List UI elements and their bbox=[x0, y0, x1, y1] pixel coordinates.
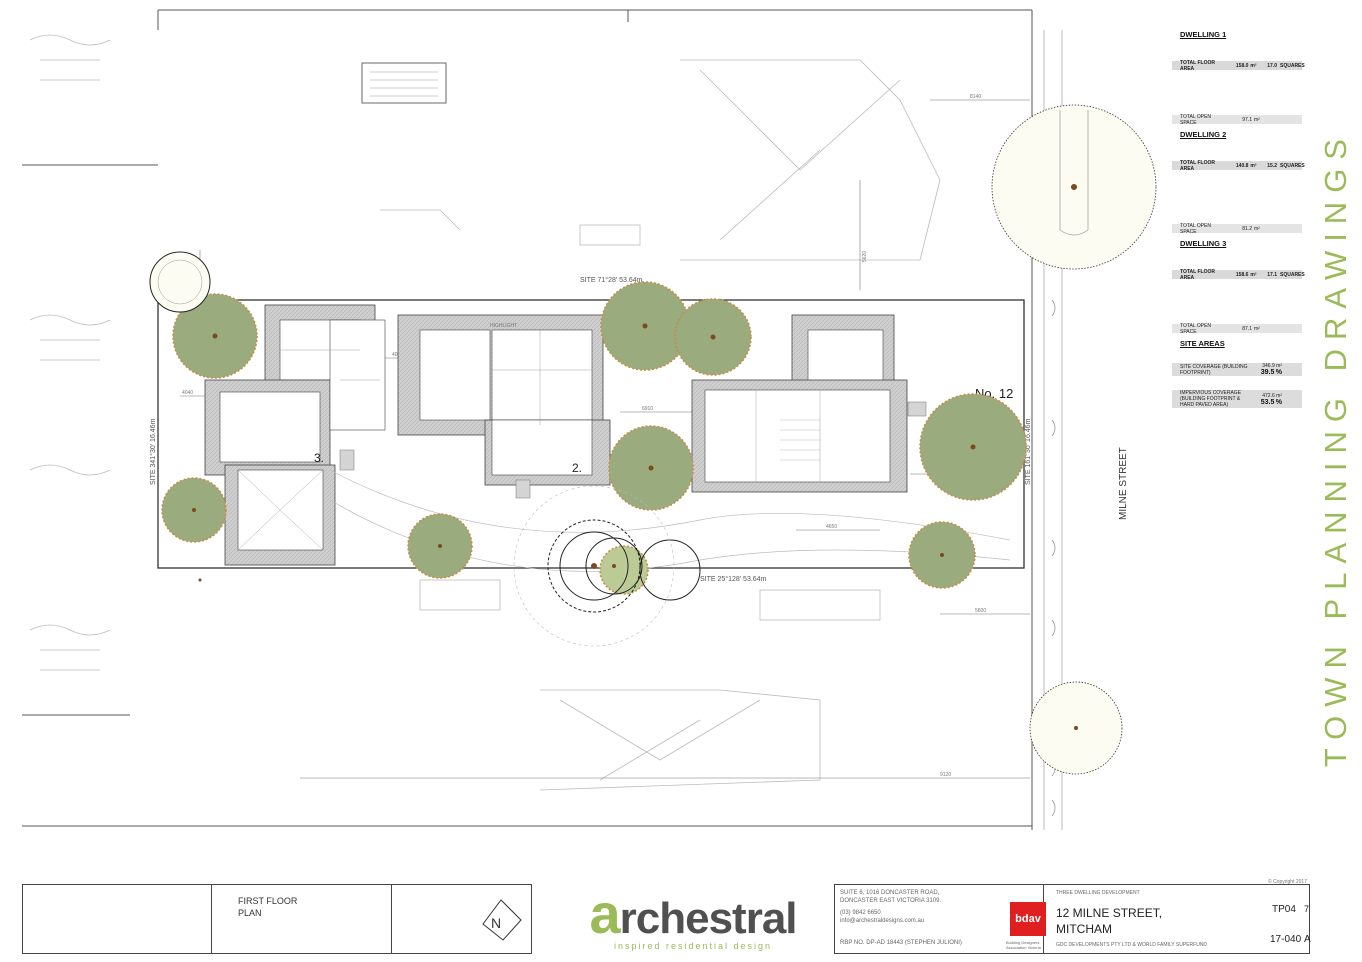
client-name: GDC DEVELOPMENTS PTY LTD & WORLD FAMILY … bbox=[1056, 942, 1208, 948]
dim-9120: 9120 bbox=[940, 772, 951, 778]
copyright-note: © Copyright 2017 bbox=[1268, 879, 1307, 885]
project-address-2: MITCHAM bbox=[1056, 922, 1112, 936]
drawing-title-line2: PLAN bbox=[238, 908, 262, 918]
sheet-vertical-title: TOWN PLANNING DRAWINGS bbox=[1318, 130, 1353, 768]
office-phone: (03) 9842 6650 bbox=[840, 910, 881, 916]
dwelling-1-total-floor-area: TOTAL FLOOR AREA 158.0 m² 17.0 SQUARES bbox=[1172, 60, 1305, 72]
dim-5620: 5620 bbox=[862, 251, 868, 262]
dwelling-1-title: DWELLING 1 bbox=[1180, 30, 1227, 39]
office-email: info@archestraldesigns.com.au bbox=[840, 918, 925, 924]
svg-text:N: N bbox=[491, 915, 501, 931]
bdav-caption: Building Designers Association Victoria bbox=[1006, 940, 1041, 950]
dwelling-3-label: 3. bbox=[314, 451, 324, 465]
dwelling-2-floorplan bbox=[397, 314, 611, 499]
project-box bbox=[834, 884, 1310, 954]
dwelling-3-title: DWELLING 3 bbox=[1180, 239, 1227, 248]
revision-box bbox=[22, 884, 532, 954]
dwelling-2-title: DWELLING 2 bbox=[1180, 130, 1227, 139]
north-arrow-icon: N bbox=[482, 899, 522, 941]
project-description: THREE DWELLING DEVELOPMENT bbox=[1056, 890, 1140, 896]
dwelling-2-total-floor-area: TOTAL FLOOR AREA 140.8 m² 15.2 SQUARES bbox=[1172, 160, 1305, 172]
dwelling-2-total-open-space: TOTAL OPEN SPACE 81.2 m² bbox=[1172, 223, 1302, 235]
bdav-member-badge: bdav bbox=[1010, 902, 1046, 936]
area-schedule: DWELLING 1 TOTAL FLOOR AREA 158.0 m² 17.… bbox=[1172, 28, 1305, 408]
impervious-coverage-row: IMPERVIOUS COVERAGE (BUILDING FOOTPRINT … bbox=[1172, 390, 1302, 408]
dim-5600: 5600 bbox=[975, 608, 986, 614]
south-boundary-label: SITE 25°128' 53.64m bbox=[700, 575, 767, 583]
dwelling-1-total-open-space: TOTAL OPEN SPACE 97.1 m² bbox=[1172, 114, 1302, 126]
registration-number: RBP NO. DP-AD 18443 (STEPHEN JULIONI) bbox=[840, 940, 962, 946]
job-number: 17-040 bbox=[1270, 934, 1302, 945]
dwelling-3-total-open-space: TOTAL OPEN SPACE 87.1 m² bbox=[1172, 323, 1302, 335]
street-name: MILNE STREET bbox=[1118, 447, 1129, 520]
west-boundary-label: SITE 341°30' 16.46m bbox=[149, 418, 157, 485]
title-block: FIRST FLOOR PLAN N archestral inspired r… bbox=[22, 882, 1311, 954]
drawing-title-line1: FIRST FLOOR bbox=[238, 896, 298, 906]
highlight-label: HIGHLIGHT bbox=[490, 323, 517, 329]
project-address-1: 12 MILNE STREET, bbox=[1056, 906, 1163, 920]
site-coverage-row: SITE COVERAGE (BUILDING FOOTPRINT) 346.9… bbox=[1172, 363, 1302, 376]
site-areas-title: SITE AREAS bbox=[1180, 339, 1225, 348]
dim-4040: 4040 bbox=[182, 390, 193, 396]
dwelling-3-total-floor-area: TOTAL FLOOR AREA 158.6 m² 17.1 SQUARES bbox=[1172, 269, 1305, 281]
dwelling-2-label: 2. bbox=[572, 461, 582, 475]
north-boundary-label: SITE 71°28' 53.64m bbox=[580, 276, 643, 284]
dwelling-3-floorplan bbox=[204, 304, 386, 566]
archestral-logo: archestral inspired residential design bbox=[589, 882, 797, 952]
sheet-total: 7 bbox=[1304, 904, 1310, 914]
drawing-number: TP04 bbox=[1272, 904, 1296, 915]
office-address-2: DONCASTER EAST VICTORIA 3109. bbox=[840, 898, 942, 904]
dim-8140: 8140 bbox=[970, 94, 981, 100]
office-address-1: SUITE 6, 1016 DONCASTER ROAD, bbox=[840, 890, 940, 896]
dim-4650: 4650 bbox=[826, 524, 837, 530]
dwelling-1-floorplan bbox=[691, 314, 927, 493]
east-boundary-label: SITE 161°30' 16.46m bbox=[1024, 418, 1032, 485]
revision-letter: A bbox=[1304, 934, 1311, 945]
dim-6910: 6910 bbox=[642, 406, 653, 412]
